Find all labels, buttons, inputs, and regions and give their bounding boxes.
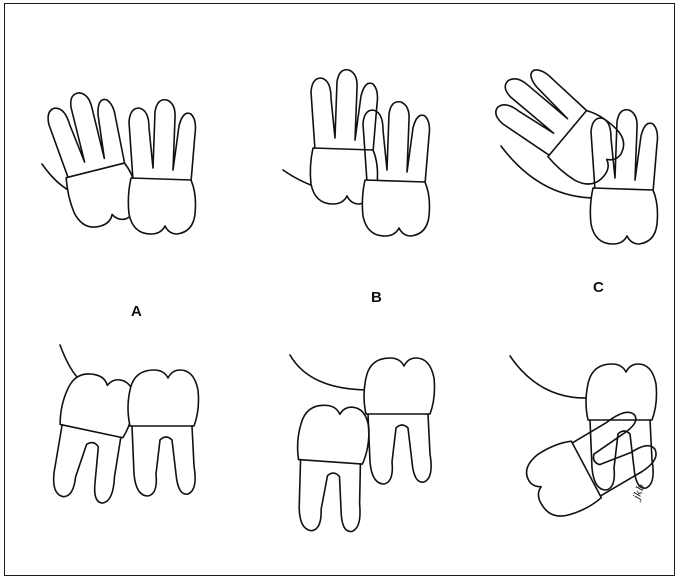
panel-a-upper (42, 85, 196, 234)
panel-c-upper (485, 58, 658, 244)
panel-a-lower (44, 345, 199, 507)
panel-label-a: A (131, 303, 142, 320)
panel-b-upper (283, 70, 430, 236)
artist-signature: jkb (631, 483, 647, 503)
panel-label-b: B (371, 289, 382, 306)
panel-label-c: C (593, 279, 604, 296)
panel-c-lower: jkb (510, 356, 664, 526)
panel-b-lower (290, 355, 435, 534)
